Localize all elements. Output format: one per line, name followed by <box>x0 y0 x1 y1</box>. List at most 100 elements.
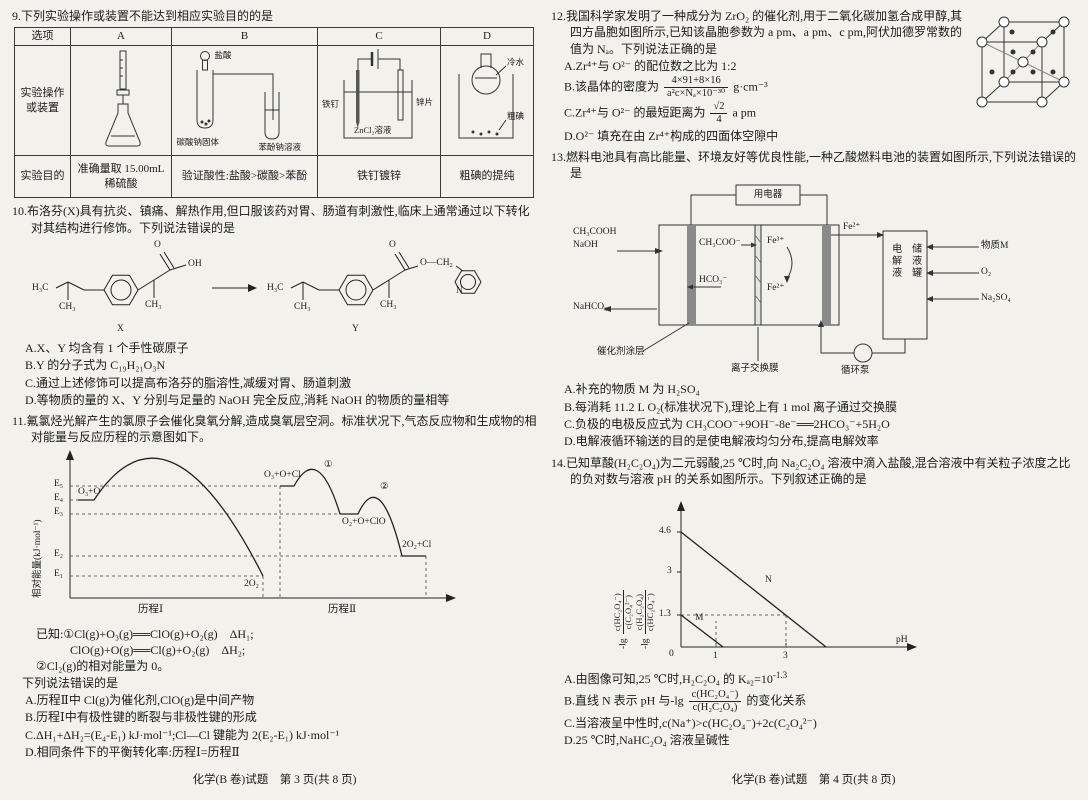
q13-ch3cooh-label: CH₃COOH <box>573 227 617 238</box>
q12-density-numerator: 4×91+8×16 <box>664 75 729 89</box>
q11-start2-label: O₃+O+Cl <box>264 469 301 480</box>
q14-ylabel-1: -lg c(HC₂O₄⁻) c(C₂O₄²⁻) <box>612 589 634 649</box>
electroplating-art <box>320 48 438 154</box>
q14-ylabel-1-fraction: c(HC₂O₄⁻) c(C₂O₄²⁻) <box>612 590 634 635</box>
burette-flask-art <box>73 48 169 154</box>
q13-fe3-label: Fe³⁺ <box>767 236 785 247</box>
q11-ylabel: 相对能量(kJ·mol⁻¹) <box>33 519 43 598</box>
q10-option-a: A.X、Y 均含有 1 个手性碳原子 <box>25 340 189 355</box>
q11-option-b: B.历程Ⅰ中有极性键的断裂与非极性键的形成 <box>25 710 257 725</box>
q13-nahco3-label: NaHCO₃ <box>573 302 608 313</box>
q13-option-a: A.补充的物质 M 为 H₂SO₄ <box>564 382 700 397</box>
q10x-o-label: O <box>154 239 161 250</box>
q14-option-b-tail: 的变化关系 <box>746 692 807 707</box>
acid-test-figure: 盐酸 碳酸钠固体 苯酚钠溶液 <box>175 48 315 154</box>
q13-ch3coo-label: CH₃COO⁻ <box>699 238 741 249</box>
q10-y-label: Y <box>352 323 359 334</box>
q14-xlabel: pH <box>896 635 908 646</box>
q11-pathway1-label: 历程Ⅰ <box>138 603 164 615</box>
q14-ytick-13: 1.3 <box>659 609 671 620</box>
q11-e1-tick: E₁ <box>54 568 64 579</box>
q9-header-row: 选项 A B C D <box>14 27 534 47</box>
q13-hco3-label: HCO₃⁻ <box>699 275 728 286</box>
q10x-oh-label: OH <box>188 258 202 269</box>
question-9: 9.下列实验操作或装置不能达到相应实验目的的是 选项 A B C D 实验操作或… <box>12 8 537 199</box>
energy-diagram-figure: 相对能量(kJ·mol⁻¹) E₅ E₄ E₃ E₂ E₁ O₃+O 2O₂ O… <box>28 448 468 624</box>
acid-test-art <box>175 48 315 154</box>
q12-density-denominator: a²c×Nₐ×10⁻³⁰ <box>667 88 726 100</box>
q12-option-d: D.O²⁻ 填充在由 Zr⁴⁺构成的四面体空隙中 <box>564 128 779 143</box>
q11-start1-label: O₃+O <box>78 486 101 497</box>
q13-membrane-label: 离子交换膜 <box>731 364 779 375</box>
q14-ytick-0: 0 <box>669 649 674 660</box>
q11-lead: 下列说法错误的是 <box>22 675 119 690</box>
q9b-na2co3-label: 碳酸钠固体 <box>176 136 220 147</box>
q9-purpose-b: 验证酸性:盐酸>碳酸>苯酚 <box>171 155 318 199</box>
q11-circle2-label: ② <box>380 481 389 492</box>
q14-stem: 14.已知草酸(H₂C₂O₄)为二元弱酸,25 ℃时,向 Na₂C₂O₄ 溶液中… <box>551 455 1071 486</box>
q9-apparatus-d: 冷水 粗碘 <box>440 45 534 157</box>
q14-ratio-fraction: c(HC₂O₄⁻) c(H₂C₂O₄) <box>688 689 742 714</box>
crystal-cell-figure <box>970 10 1076 116</box>
q14-ylabel-2: -lg c(H₂C₂O₄) c(HC₂O₄⁻) <box>634 589 656 650</box>
q9b-hcl-label: 盐酸 <box>214 49 232 60</box>
q14-line-n-label: N <box>765 575 772 586</box>
q9-purpose-c: 铁钉镀锌 <box>317 155 441 199</box>
q14-line-m-label: M <box>695 613 704 624</box>
q10-option-b: B.Y 的分子式为 C₁₉H₂₁O₃N <box>25 358 166 373</box>
q12-option-b-text: B.该晶体的密度为 <box>564 79 660 94</box>
question-12: 12.我国科学家发明了一种成分为 ZrO₂ 的催化剂,用于二氧化碳加氢合成甲醇,… <box>551 8 1076 144</box>
q9-apparatus-a <box>70 45 172 157</box>
q10y-ch3b-label: CH₃ <box>380 299 397 310</box>
q12-density-fraction: 4×91+8×16 a²c×Nₐ×10⁻³⁰ <box>664 75 729 100</box>
q12-option-c-text: C.Zr⁴⁺与 O²⁻ 的最短距离为 <box>564 105 706 120</box>
q11-options: A.历程Ⅱ中 Cl(g)为催化剂,ClO(g)是中间产物 B.历程Ⅰ中有极性键的… <box>12 692 537 760</box>
q13-options: A.补充的物质 M 为 H₂SO₄ B.每消耗 11.2 L O₂(标准状况下)… <box>551 381 1076 449</box>
q11-e3-tick: E₃ <box>54 506 64 517</box>
q14-ylabel-2-den: c(HC₂O₄⁻) <box>644 593 655 632</box>
question-10: 10.布洛芬(X)具有抗炎、镇痛、解热作用,但口服该药对胃、肠道有刺激性,临床上… <box>12 203 537 408</box>
q14-xtick-3: 3 <box>783 651 788 662</box>
q13-na2so4-label: Na₂SO₄ <box>981 293 1011 304</box>
q9-apparatus-label: 实验操作或装置 <box>14 45 71 157</box>
q11-circle1-label: ① <box>324 459 333 470</box>
q11-option-d: D.相同条件下的平衡转化率:历程Ⅰ=历程Ⅱ <box>25 744 240 759</box>
q10x-ch3b-label: CH₃ <box>145 299 162 310</box>
q13-o2-label: O₂ <box>981 267 992 278</box>
q9d-iodine-label: 粗碘 <box>507 110 525 121</box>
page-4-footer: 化学(B 卷)试题 第 4 页(共 8 页) <box>731 774 896 787</box>
q14-options: A.由图像可知,25 ℃时,H₂C₂O₄ 的 Kₐ₂=10-1.3 B.直线 N… <box>551 669 1076 748</box>
iodine-sublimation-figure: 冷水 粗碘 <box>443 48 531 154</box>
q13-tank-label-1: 电解液 <box>889 243 901 280</box>
question-14: 14.已知草酸(H₂C₂O₄)为二元弱酸,25 ℃时,向 Na₂C₂O₄ 溶液中… <box>551 455 1076 749</box>
q11-mid2-label: O₂+O+ClO <box>342 516 386 527</box>
fuel-cell-art <box>603 183 1041 379</box>
q10-stem: 10.布洛芬(X)具有抗炎、镇痛、解热作用,但口服该药对胃、肠道有刺激性,临床上… <box>12 204 530 235</box>
q9c-zinc-label: 锌片 <box>416 96 434 107</box>
q11-stem: 11.氟氯烃光解产生的氯原子会催化臭氧分解,造成臭氧层空洞。标准状况下,气态反应… <box>12 414 537 445</box>
q13-substance-m-label: 物质M <box>981 241 1009 252</box>
q14-ylabel-2-lg: -lg <box>640 638 651 650</box>
q12-distance-numerator: √2 <box>710 101 728 115</box>
question-13: 13.燃料电池具有高比能量、环境友好等优良性能,一种乙酸燃料电池的装置如图所示,… <box>551 149 1076 450</box>
q9-apparatus-row: 实验操作或装置 <box>14 45 534 157</box>
iodine-sublimation-art <box>443 48 531 154</box>
q11-end1-label: 2O₂ <box>244 578 259 589</box>
q11-e5-tick: E₅ <box>54 478 64 489</box>
q9-purpose-row: 实验目的 准确量取 15.00mL 稀硫酸 验证酸性:盐酸>碳酸>苯酚 铁钉镀锌… <box>14 155 534 199</box>
q11-option-c: C.ΔH₁+ΔH₂=(E₄-E₁) kJ·mol⁻¹;Cl—Cl 键能为 2(E… <box>25 727 340 742</box>
q13-tank-label-2: 储液罐 <box>909 243 921 280</box>
page-3-footer: 化学(B 卷)试题 第 3 页(共 8 页) <box>192 774 357 787</box>
q11-known-2: ClO(g)+O(g)══Cl(g)+O₂(g) ΔH₂; <box>70 643 246 658</box>
question-11: 11.氟氯烃光解产生的氯原子会催化臭氧分解,造成臭氧层空洞。标准状况下,气态反应… <box>12 413 537 760</box>
q10y-ch3-label: CH₃ <box>294 301 311 312</box>
q12-option-b: B.该晶体的密度为 4×91+8×16 a²c×Nₐ×10⁻³⁰ g·cm⁻³ <box>564 75 1076 100</box>
q14-ratio-denominator: c(H₂C₂O₄) <box>692 701 738 713</box>
burette-flask-figure <box>73 48 169 154</box>
q14-option-c: C.当溶液呈中性时,c(Na⁺)>c(HC₂O₄⁻)+2c(C₂O₄²⁻) <box>564 715 817 730</box>
q11-e2-tick: E₂ <box>54 548 64 559</box>
q13-option-b: B.每消耗 11.2 L O₂(标准状况下),理论上有 1 mol 离子通过交换… <box>564 399 897 414</box>
q9-apparatus-c: 铁钉 锌片 ZnCl₂溶液 <box>317 45 441 157</box>
q12-option-a: A.Zr⁴⁺与 O²⁻ 的配位数之比为 1:2 <box>564 58 737 73</box>
